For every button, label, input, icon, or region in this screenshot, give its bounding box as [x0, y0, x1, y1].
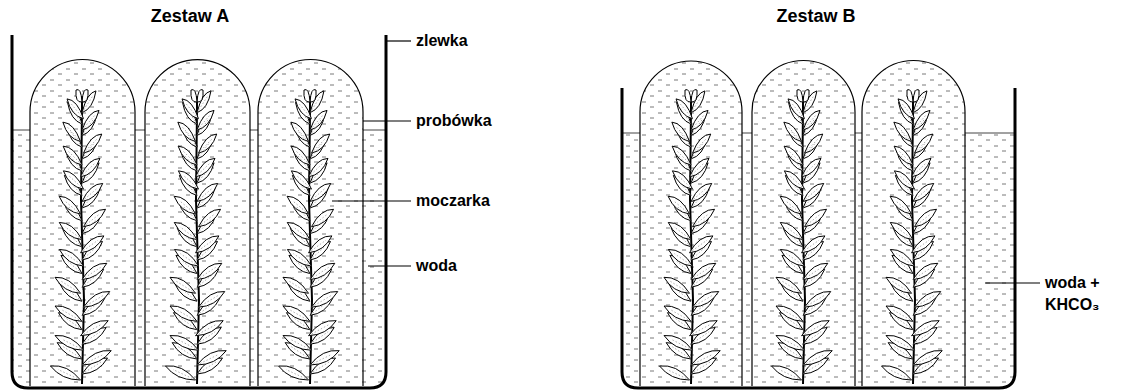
elodea-plant — [51, 90, 112, 385]
set-title: Zestaw B — [776, 4, 855, 28]
beaker-a — [12, 35, 386, 388]
elodea-plant — [279, 90, 340, 385]
part-label: zlewka — [416, 30, 468, 52]
elodea-plant — [166, 90, 227, 385]
leader-lines — [332, 41, 1040, 283]
elodea-plant — [660, 90, 721, 385]
part-label: probówka — [416, 110, 492, 132]
set-title: Zestaw A — [151, 4, 229, 28]
solution-label: woda + KHCO₃ — [1045, 272, 1123, 315]
beaker-b — [622, 60, 1015, 388]
elodea-plant — [882, 90, 943, 385]
part-label: woda — [416, 255, 457, 277]
elodea-plant — [772, 90, 833, 385]
elodea-plants — [51, 90, 943, 385]
part-label: moczarka — [416, 190, 490, 212]
